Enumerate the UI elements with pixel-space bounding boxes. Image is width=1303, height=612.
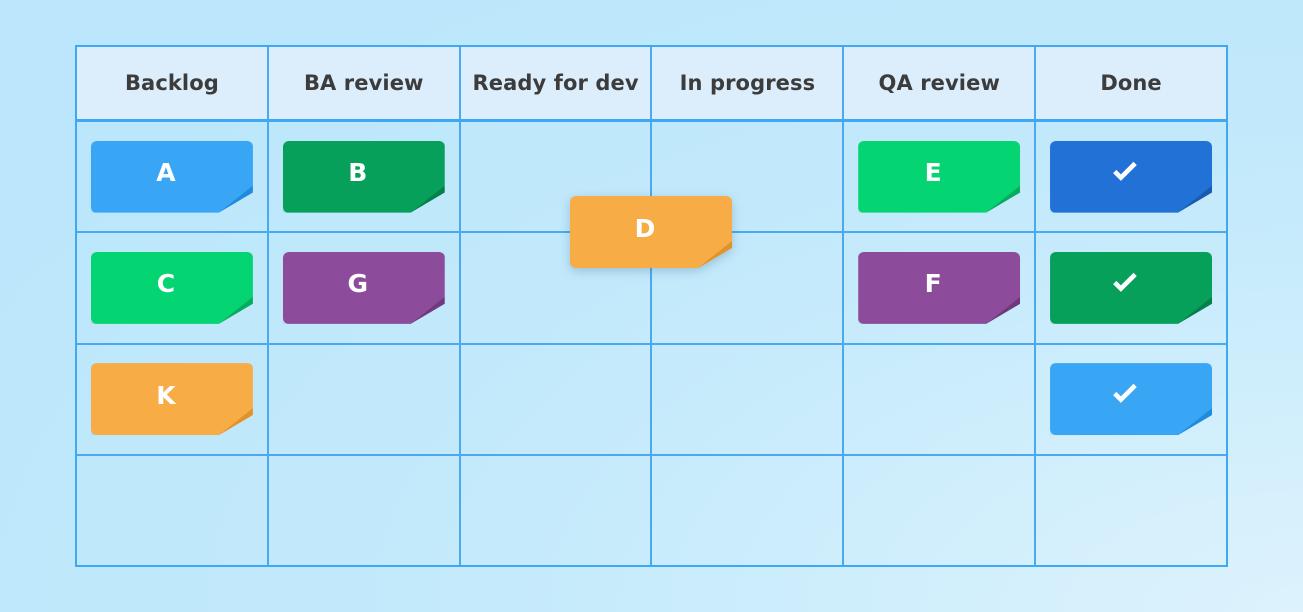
cell-ready-for-dev-3[interactable] xyxy=(461,344,653,454)
card-label: K xyxy=(156,380,176,410)
card-fold-corner xyxy=(698,241,732,268)
cell-ba-review-3[interactable] xyxy=(269,344,461,454)
board-header-row: Backlog BA review Ready for dev In progr… xyxy=(77,47,1226,122)
cell-in-progress-1[interactable] xyxy=(652,122,845,232)
check-icon xyxy=(1113,161,1137,181)
column-header-ready-for-dev[interactable]: Ready for dev xyxy=(460,47,653,119)
cell-backlog-1[interactable]: A xyxy=(77,122,269,232)
card-fold-corner xyxy=(218,296,253,324)
card-b[interactable]: B xyxy=(282,140,445,213)
kanban-board: Backlog BA review Ready for dev In progr… xyxy=(75,45,1228,567)
card-fold-corner xyxy=(1178,408,1213,436)
card-label: C xyxy=(156,269,176,299)
column-header-label: Done xyxy=(1100,71,1162,95)
card-f[interactable]: F xyxy=(858,251,1021,324)
column-header-label: Ready for dev xyxy=(472,71,639,95)
cell-ready-for-dev-4[interactable] xyxy=(461,455,653,565)
cell-backlog-4[interactable] xyxy=(77,455,269,565)
cell-qa-review-2[interactable]: F xyxy=(844,233,1037,343)
card-fold-corner xyxy=(410,296,445,324)
column-header-done[interactable]: Done xyxy=(1036,47,1226,119)
card-label: E xyxy=(924,158,942,188)
cell-backlog-2[interactable]: C xyxy=(77,233,269,343)
card-fold-corner xyxy=(1178,185,1213,213)
card-fold-corner xyxy=(218,185,253,213)
cell-in-progress-3[interactable] xyxy=(652,344,845,454)
card-fold-corner xyxy=(218,408,253,436)
card-done-r1c5[interactable] xyxy=(1050,251,1213,324)
board-row xyxy=(77,455,1226,565)
card-k[interactable]: K xyxy=(90,363,253,436)
card-label: A xyxy=(156,158,176,188)
card-done-r2c5[interactable] xyxy=(1050,363,1213,436)
cell-done-4[interactable] xyxy=(1036,456,1226,565)
board-row: C G F xyxy=(77,233,1226,345)
card-dragging-d[interactable]: D xyxy=(570,196,732,268)
card-label: B xyxy=(348,158,368,188)
card-label: D xyxy=(634,213,656,243)
board-row: K xyxy=(77,344,1226,456)
cell-qa-review-1[interactable]: E xyxy=(844,122,1037,232)
cell-ba-review-4[interactable] xyxy=(269,455,461,565)
cell-done-1[interactable] xyxy=(1036,122,1226,231)
card-c[interactable]: C xyxy=(90,251,253,324)
cell-ready-for-dev-2[interactable] xyxy=(461,233,653,343)
card-a[interactable]: A xyxy=(90,140,253,213)
cell-ba-review-2[interactable]: G xyxy=(269,233,461,343)
board-body: A B E C G F K xyxy=(77,122,1226,565)
card-label: F xyxy=(924,269,942,299)
cell-backlog-3[interactable]: K xyxy=(77,344,269,454)
cell-in-progress-4[interactable] xyxy=(652,455,845,565)
card-fold-corner xyxy=(986,296,1021,324)
column-header-backlog[interactable]: Backlog xyxy=(77,47,269,119)
column-header-ba-review[interactable]: BA review xyxy=(268,47,461,119)
column-header-label: BA review xyxy=(303,71,424,95)
cell-in-progress-2[interactable] xyxy=(652,233,845,343)
cell-done-3[interactable] xyxy=(1036,345,1226,454)
column-header-in-progress[interactable]: In progress xyxy=(652,47,845,119)
card-fold-corner xyxy=(410,185,445,213)
card-fold-corner xyxy=(1178,296,1213,324)
cell-qa-review-3[interactable] xyxy=(844,344,1037,454)
cell-ready-for-dev-1[interactable] xyxy=(461,122,653,232)
card-done-r0c5[interactable] xyxy=(1050,140,1213,213)
cell-done-2[interactable] xyxy=(1036,233,1226,342)
card-d[interactable]: D xyxy=(570,196,732,268)
card-g[interactable]: G xyxy=(282,251,445,324)
column-header-label: In progress xyxy=(679,71,816,95)
column-header-qa-review[interactable]: QA review xyxy=(844,47,1037,119)
column-header-label: QA review xyxy=(878,71,1000,95)
check-icon xyxy=(1113,272,1137,292)
check-icon xyxy=(1113,383,1137,404)
card-label: G xyxy=(347,269,368,299)
card-fold-corner xyxy=(986,185,1021,213)
cell-qa-review-4[interactable] xyxy=(844,455,1037,565)
card-e[interactable]: E xyxy=(858,140,1021,213)
board-row: A B E xyxy=(77,122,1226,234)
cell-ba-review-1[interactable]: B xyxy=(269,122,461,232)
column-header-label: Backlog xyxy=(124,71,219,95)
